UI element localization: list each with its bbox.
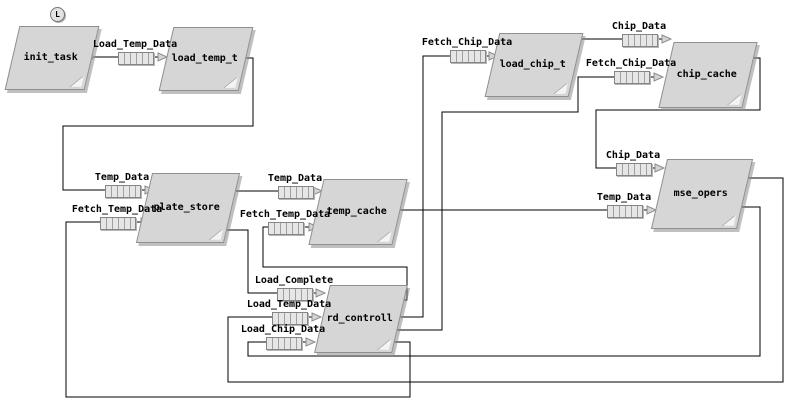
node-chip-cache[interactable]: chip_cache bbox=[658, 42, 758, 108]
queue-label: Temp_Data bbox=[596, 192, 652, 203]
connector bbox=[65, 221, 411, 398]
queue-label: Load_Temp_Data bbox=[246, 299, 332, 310]
queue-icon[interactable] bbox=[278, 186, 314, 199]
input-arrow-icon bbox=[157, 52, 169, 62]
queue-icon[interactable] bbox=[607, 205, 643, 218]
folded-corner-icon bbox=[224, 77, 238, 88]
folded-corner-icon bbox=[722, 215, 737, 226]
node-label: rd_controll bbox=[326, 312, 393, 324]
queue-label: Chip_Data bbox=[611, 21, 667, 32]
input-arrow-icon bbox=[654, 163, 666, 173]
node-label: load_chip_t bbox=[499, 58, 566, 70]
queue-icon[interactable] bbox=[268, 222, 304, 235]
queue-icon[interactable] bbox=[272, 312, 308, 325]
connector bbox=[390, 76, 654, 331]
queue-label: Chip_Data bbox=[605, 150, 661, 161]
queue-icon[interactable] bbox=[616, 163, 652, 176]
queue-icon[interactable] bbox=[100, 217, 136, 230]
folded-corner-icon bbox=[728, 94, 742, 105]
queue-label: Fetch_Temp_Data bbox=[71, 204, 163, 215]
connector bbox=[227, 177, 784, 383]
node-load-temp-task[interactable]: load_temp_t bbox=[158, 27, 254, 91]
connector bbox=[247, 206, 761, 357]
queue-icon[interactable] bbox=[118, 52, 154, 65]
queue-label: Load_Chip_Data bbox=[240, 324, 326, 335]
input-arrow-icon bbox=[315, 288, 327, 298]
queue-label: Temp_Data bbox=[94, 172, 150, 183]
connector bbox=[62, 57, 254, 191]
node-board-controll[interactable]: rd_controll bbox=[314, 285, 408, 353]
input-arrow-icon bbox=[305, 337, 317, 347]
clock-icon: L bbox=[50, 7, 65, 22]
queue-icon[interactable] bbox=[450, 50, 486, 63]
queue-icon[interactable] bbox=[614, 71, 650, 84]
input-arrow-icon bbox=[653, 72, 665, 82]
folded-corner-icon bbox=[377, 339, 392, 350]
queue-label: Fetch_Chip_Data bbox=[421, 37, 513, 48]
node-mse-opers[interactable]: mse_opers bbox=[650, 159, 754, 229]
queue-label: Load_Complete bbox=[254, 275, 334, 286]
input-arrow-icon bbox=[661, 34, 673, 44]
node-label: mse_opers bbox=[673, 187, 728, 199]
queue-label: Load_Temp_Data bbox=[92, 39, 178, 50]
queue-label: Temp_Data bbox=[267, 173, 323, 184]
queue-icon[interactable] bbox=[277, 288, 313, 301]
queue-icon[interactable] bbox=[105, 185, 141, 198]
clock-badge: L bbox=[55, 10, 60, 19]
folded-corner-icon bbox=[70, 76, 84, 87]
folded-corner-icon bbox=[378, 231, 392, 242]
node-init-task[interactable]: init_task bbox=[4, 26, 100, 90]
node-label: chip_cache bbox=[676, 68, 737, 80]
folded-corner-icon bbox=[554, 83, 568, 94]
queue-label: Fetch_Temp_Data bbox=[239, 209, 331, 220]
input-arrow-icon bbox=[311, 312, 323, 322]
input-arrow-icon bbox=[646, 205, 658, 215]
queue-icon[interactable] bbox=[622, 34, 658, 47]
queue-icon[interactable] bbox=[266, 337, 302, 350]
node-label: init_task bbox=[23, 51, 78, 63]
queue-label: Fetch_Chip_Data bbox=[585, 58, 677, 69]
connector bbox=[595, 57, 761, 169]
node-label: load_temp_t bbox=[171, 52, 238, 64]
folded-corner-icon bbox=[209, 229, 224, 240]
